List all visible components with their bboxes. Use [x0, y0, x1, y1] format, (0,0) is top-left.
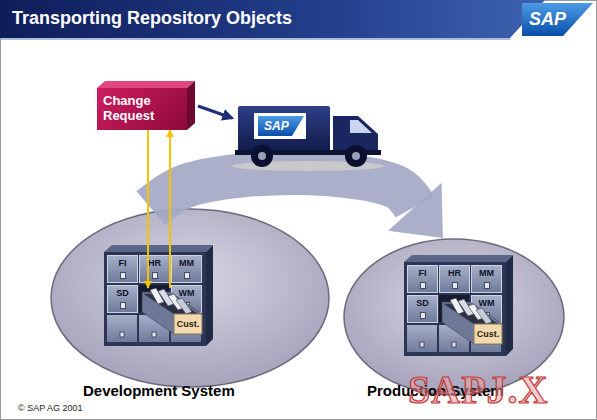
drawer-label: Cust. — [474, 329, 502, 339]
drawer-label: Cust. — [174, 319, 202, 329]
file-folder — [176, 298, 192, 314]
file-folder — [476, 308, 492, 324]
request-box-side — [187, 81, 195, 130]
drawer-label: FI — [408, 268, 437, 279]
arc-band — [151, 173, 415, 208]
system-ellipse-shape — [51, 209, 329, 387]
drawer-label: MM — [472, 268, 501, 279]
truck-logo — [258, 116, 304, 136]
request-box-top — [97, 81, 195, 88]
drawer-face — [139, 255, 169, 282]
truck-chassis — [235, 150, 381, 155]
title-underline — [0, 38, 510, 40]
pointer-arrow — [198, 106, 232, 118]
transport-link-arrow — [169, 130, 171, 288]
truck — [232, 106, 384, 171]
truck-wheel — [345, 145, 367, 167]
drawer-face — [471, 265, 501, 292]
sap-logo-text: SAP — [529, 9, 566, 30]
cabinet-drawer: FI — [407, 265, 438, 293]
system-name: Development System — [83, 382, 235, 399]
drawer-label: SD — [108, 288, 137, 299]
cabinet-drawer: SD — [407, 295, 438, 323]
cabinet-drawer: MM — [471, 265, 502, 293]
cabinet-drawer: SD — [107, 285, 138, 313]
drawer-body — [442, 302, 502, 344]
drawer-label: FI — [108, 258, 137, 269]
cabinet-drawer: MM — [171, 255, 202, 283]
truck-cab — [333, 116, 378, 153]
truck-window — [350, 120, 372, 133]
drawer-front — [474, 324, 502, 344]
copyright-note: © SAP AG 2001 — [18, 403, 83, 413]
wheel-hub — [258, 152, 266, 160]
drawer-face — [171, 255, 201, 282]
drawer-face — [107, 255, 137, 282]
truck-trailer — [238, 106, 330, 152]
truck-wheel — [251, 145, 273, 167]
drawer-label: HR — [140, 258, 169, 269]
slide-title: Transporting Repository Objects — [12, 8, 292, 29]
drawer-label: MM — [172, 258, 201, 269]
open-drawer: Cust. — [440, 298, 505, 346]
drawer-label: SD — [408, 298, 437, 309]
drawer-face — [407, 265, 437, 292]
request-label: Change Request — [103, 93, 181, 123]
truck-logo-text: SAP — [264, 119, 289, 133]
drawer-body — [142, 292, 202, 334]
drawer-face — [407, 295, 437, 322]
drawer-face — [439, 265, 469, 292]
truck-shadow — [232, 161, 384, 171]
sap-logo — [522, 3, 593, 36]
cabinet-drawer: FI — [107, 255, 138, 283]
change-request-box: Change Request — [97, 88, 187, 130]
drawer-label: HR — [440, 268, 469, 279]
open-drawer: Cust. — [140, 288, 205, 336]
drawer-face — [107, 285, 137, 312]
system-ellipse: FIHRMMSDWMCust.Development System — [50, 208, 330, 388]
watermark: SAPJ.X — [408, 366, 548, 413]
drawer-front — [174, 314, 202, 334]
arc-arrowhead — [388, 183, 443, 238]
cabinet-drawer: HR — [439, 265, 470, 293]
title-band — [0, 0, 545, 38]
cabinet-drawer: HR — [139, 255, 170, 283]
wheel-hub — [352, 152, 360, 160]
transport-link-arrow — [147, 130, 149, 288]
truck-panel — [254, 113, 306, 139]
